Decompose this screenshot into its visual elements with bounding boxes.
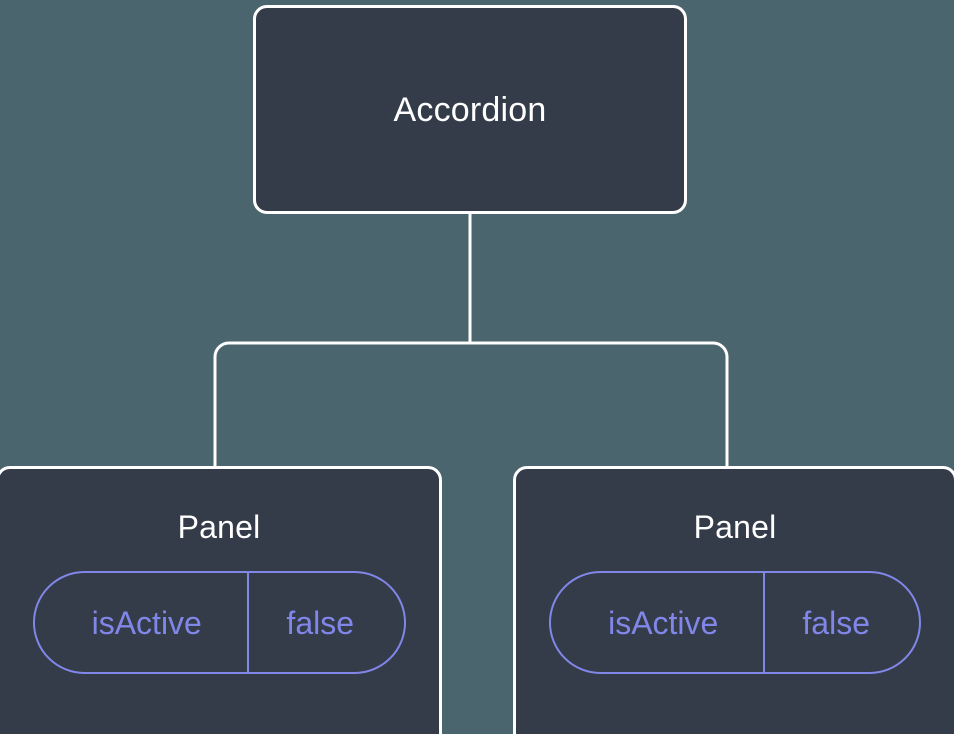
edge-to-right-panel (470, 341, 729, 468)
prop-pill-panel-1[interactable]: isActive false (32, 571, 406, 674)
edge-to-left-panel (213, 341, 470, 468)
node-panel-2[interactable]: Panel isActive false (513, 466, 954, 734)
prop-value-isactive-2: false (763, 573, 919, 672)
prop-key-isactive-2: isActive (608, 604, 719, 641)
node-panel-1[interactable]: Panel isActive false (0, 466, 442, 734)
node-panel-2-label: Panel (693, 509, 777, 545)
prop-key-isactive-1: isActive (91, 604, 202, 641)
prop-value-isactive-1: false (246, 573, 404, 672)
prop-pill-panel-2[interactable]: isActive false (549, 571, 921, 674)
node-accordion-label: Accordion (393, 90, 547, 129)
node-accordion[interactable]: Accordion (253, 5, 687, 214)
node-panel-1-label: Panel (177, 509, 261, 545)
